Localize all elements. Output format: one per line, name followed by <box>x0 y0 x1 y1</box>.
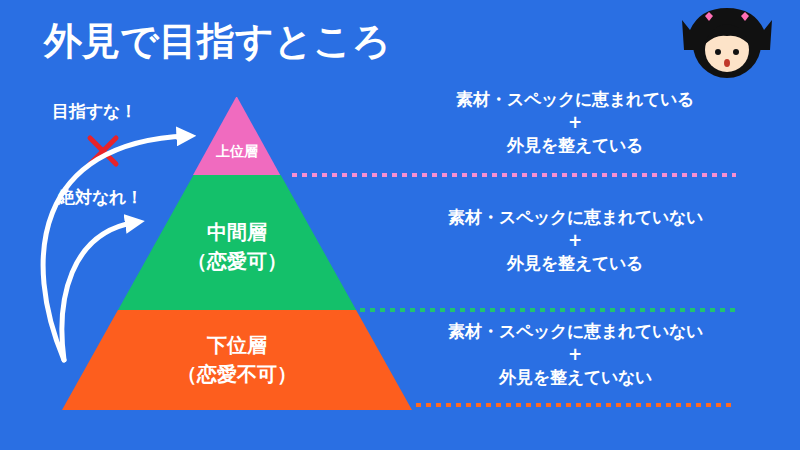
band-label: （恋愛不可） <box>177 360 297 389</box>
title: 外見で目指すところ <box>44 16 391 67</box>
band-shape <box>62 310 412 410</box>
description: 外見を整えている <box>365 134 785 157</box>
arrow-label: 目指すな！ <box>52 100 137 123</box>
divider-line <box>360 308 736 312</box>
description: 素材・スペックに恵まれていない <box>365 206 785 229</box>
description: 素材・スペックに恵まれていない <box>365 320 785 343</box>
arrow-label: 絶対なれ！ <box>58 186 143 209</box>
plus-sign: + <box>365 230 785 250</box>
pyramid-band: 中間層（恋愛可） <box>118 175 356 310</box>
divider-line <box>292 173 736 177</box>
band-shape <box>193 97 280 175</box>
band-label: （恋愛可） <box>187 247 287 276</box>
description: 素材・スペックに恵まれている <box>365 88 785 111</box>
pyramid-band: 上位層 <box>193 97 280 175</box>
description: 外見を整えていない <box>365 366 785 389</box>
plus-sign: + <box>365 112 785 132</box>
band-label: 上位層 <box>216 141 258 161</box>
band-label: 下位層 <box>207 331 267 360</box>
band-label: 中間層 <box>207 218 267 247</box>
description: 外見を整えている <box>365 252 785 275</box>
plus-sign: + <box>365 344 785 364</box>
avatar <box>682 8 772 78</box>
divider-line <box>416 403 736 407</box>
pyramid-band: 下位層（恋愛不可） <box>62 310 412 410</box>
